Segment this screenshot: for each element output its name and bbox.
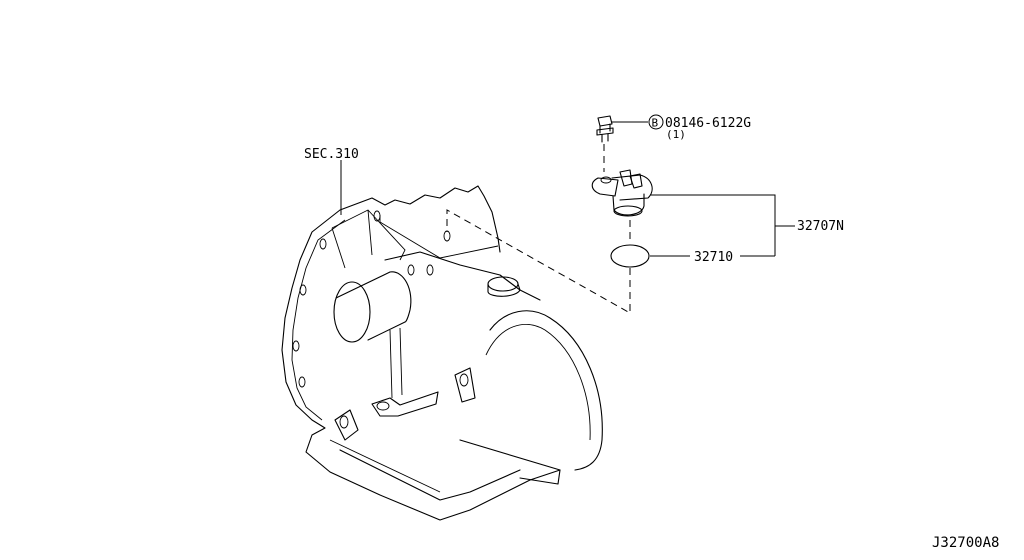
o-ring-part-number: 32710 <box>694 250 733 265</box>
bolt-type-letter: B <box>652 117 659 130</box>
transmission-housing <box>281 185 603 521</box>
alignment-lines <box>446 144 631 314</box>
bolt <box>596 115 614 143</box>
section-reference-label: SEC.310 <box>304 147 359 162</box>
speed-sensor-assembly <box>591 169 653 217</box>
o-ring <box>610 244 650 268</box>
bolt-part-number: 08146-6122G <box>665 116 751 131</box>
diagram-id: J32700A8 <box>932 535 999 551</box>
sensor-assembly-part-number: 32707N <box>797 219 844 234</box>
bolt-type-badge <box>648 114 664 130</box>
bolt-quantity: (1) <box>666 128 686 141</box>
leader-lines <box>340 121 795 257</box>
